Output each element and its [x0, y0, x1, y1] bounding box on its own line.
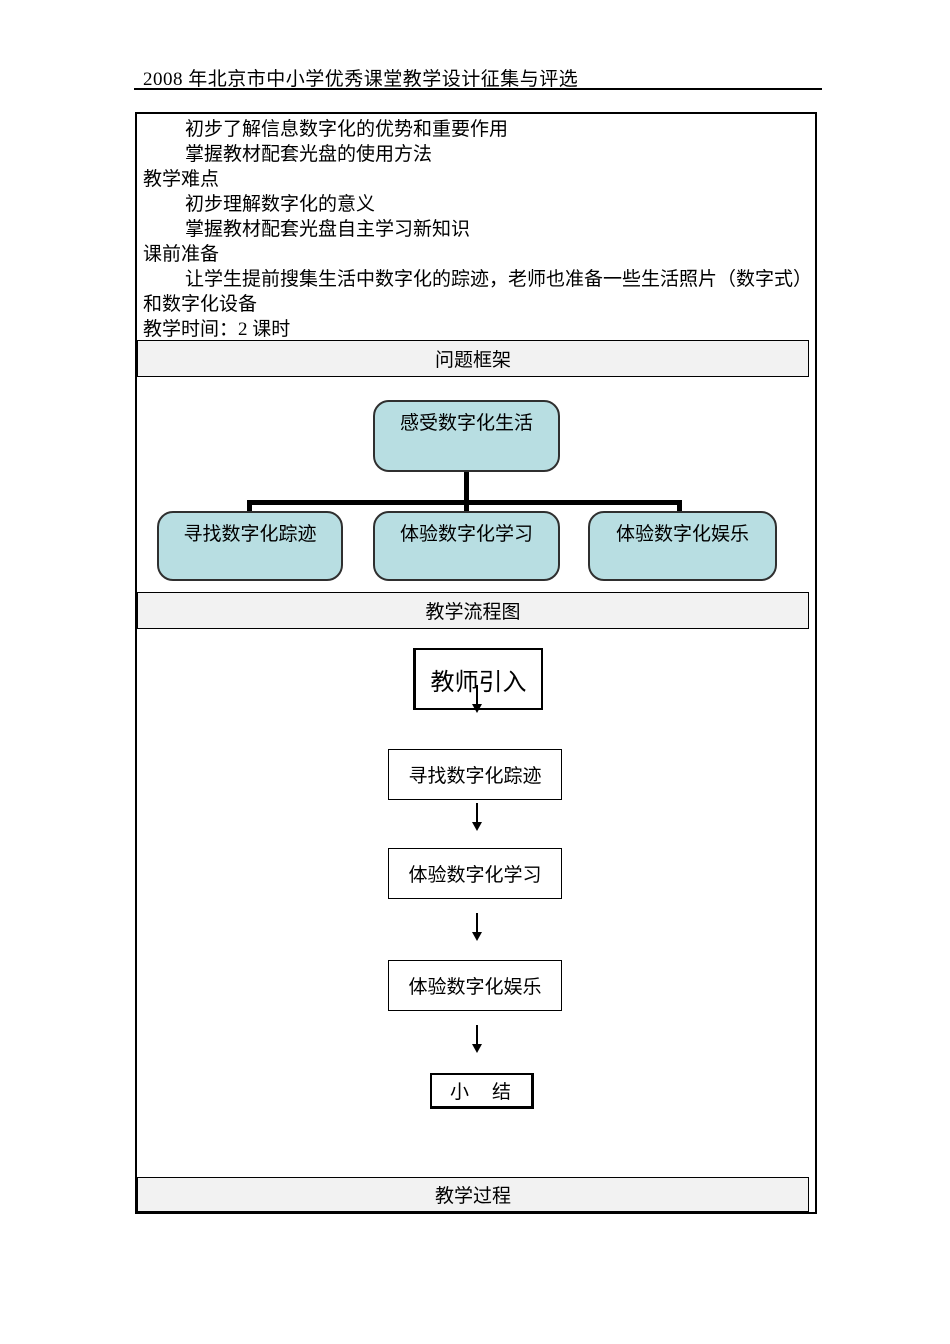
- framework-root-node: 感受数字化生活: [373, 400, 560, 472]
- intro-line: 教学难点: [143, 169, 220, 190]
- framework-diagram: 感受数字化生活 寻找数字化踪迹 体验数字化学习 体验数字化娱乐: [137, 377, 815, 592]
- down-arrow-icon: [472, 1025, 482, 1053]
- section-header-flowchart: 教学流程图: [137, 592, 809, 629]
- connector-stub-left: [247, 500, 252, 511]
- down-arrow-icon: [472, 913, 482, 941]
- section-row-framework: 问题框架: [137, 340, 815, 377]
- flow-step: 寻找数字化踪迹: [388, 749, 562, 800]
- intro-line: 课前准备: [143, 244, 220, 265]
- teaching-flowchart: 教师引入 寻找数字化踪迹 体验数字化学习 体验数字化娱乐 小 结: [137, 629, 815, 1177]
- down-arrow-icon: [472, 685, 482, 713]
- connector-stub-right: [677, 500, 682, 511]
- intro-line: 和数字化设备: [143, 294, 258, 315]
- flow-step-summary: 小 结: [430, 1073, 534, 1109]
- section-header-process: 教学过程: [137, 1177, 809, 1212]
- flow-step: 体验数字化学习: [388, 848, 562, 899]
- flow-step: 体验数字化娱乐: [388, 960, 562, 1011]
- intro-line: 教学时间：2 课时: [143, 319, 291, 340]
- section-row-process: 教学过程: [137, 1177, 815, 1212]
- framework-child-node: 寻找数字化踪迹: [157, 511, 343, 581]
- intro-line: 让学生提前搜集生活中数字化的踪迹，老师也准备一些生活照片（数字式）: [185, 269, 813, 290]
- intro-line: 掌握教材配套光盘自主学习新知识: [185, 219, 471, 240]
- down-arrow-icon: [472, 803, 482, 831]
- intro-text-cell: 初步了解信息数字化的优势和重要作用 掌握教材配套光盘的使用方法 教学难点 初步理…: [137, 114, 815, 340]
- connector-horizontal: [248, 500, 680, 505]
- framework-child-node: 体验数字化娱乐: [588, 511, 777, 581]
- intro-line: 初步了解信息数字化的优势和重要作用: [185, 119, 509, 140]
- connector-vertical: [464, 472, 469, 511]
- header-rule: [134, 88, 822, 90]
- section-header-framework: 问题框架: [137, 340, 809, 377]
- lesson-plan-table: 初步了解信息数字化的优势和重要作用 掌握教材配套光盘的使用方法 教学难点 初步理…: [135, 112, 817, 1214]
- intro-line: 掌握教材配套光盘的使用方法: [185, 144, 433, 165]
- section-row-flowchart: 教学流程图: [137, 592, 815, 629]
- intro-line: 初步理解数字化的意义: [185, 194, 376, 215]
- framework-child-node: 体验数字化学习: [373, 511, 560, 581]
- page-title: 2008 年北京市中小学优秀课堂教学设计征集与评选: [143, 69, 579, 90]
